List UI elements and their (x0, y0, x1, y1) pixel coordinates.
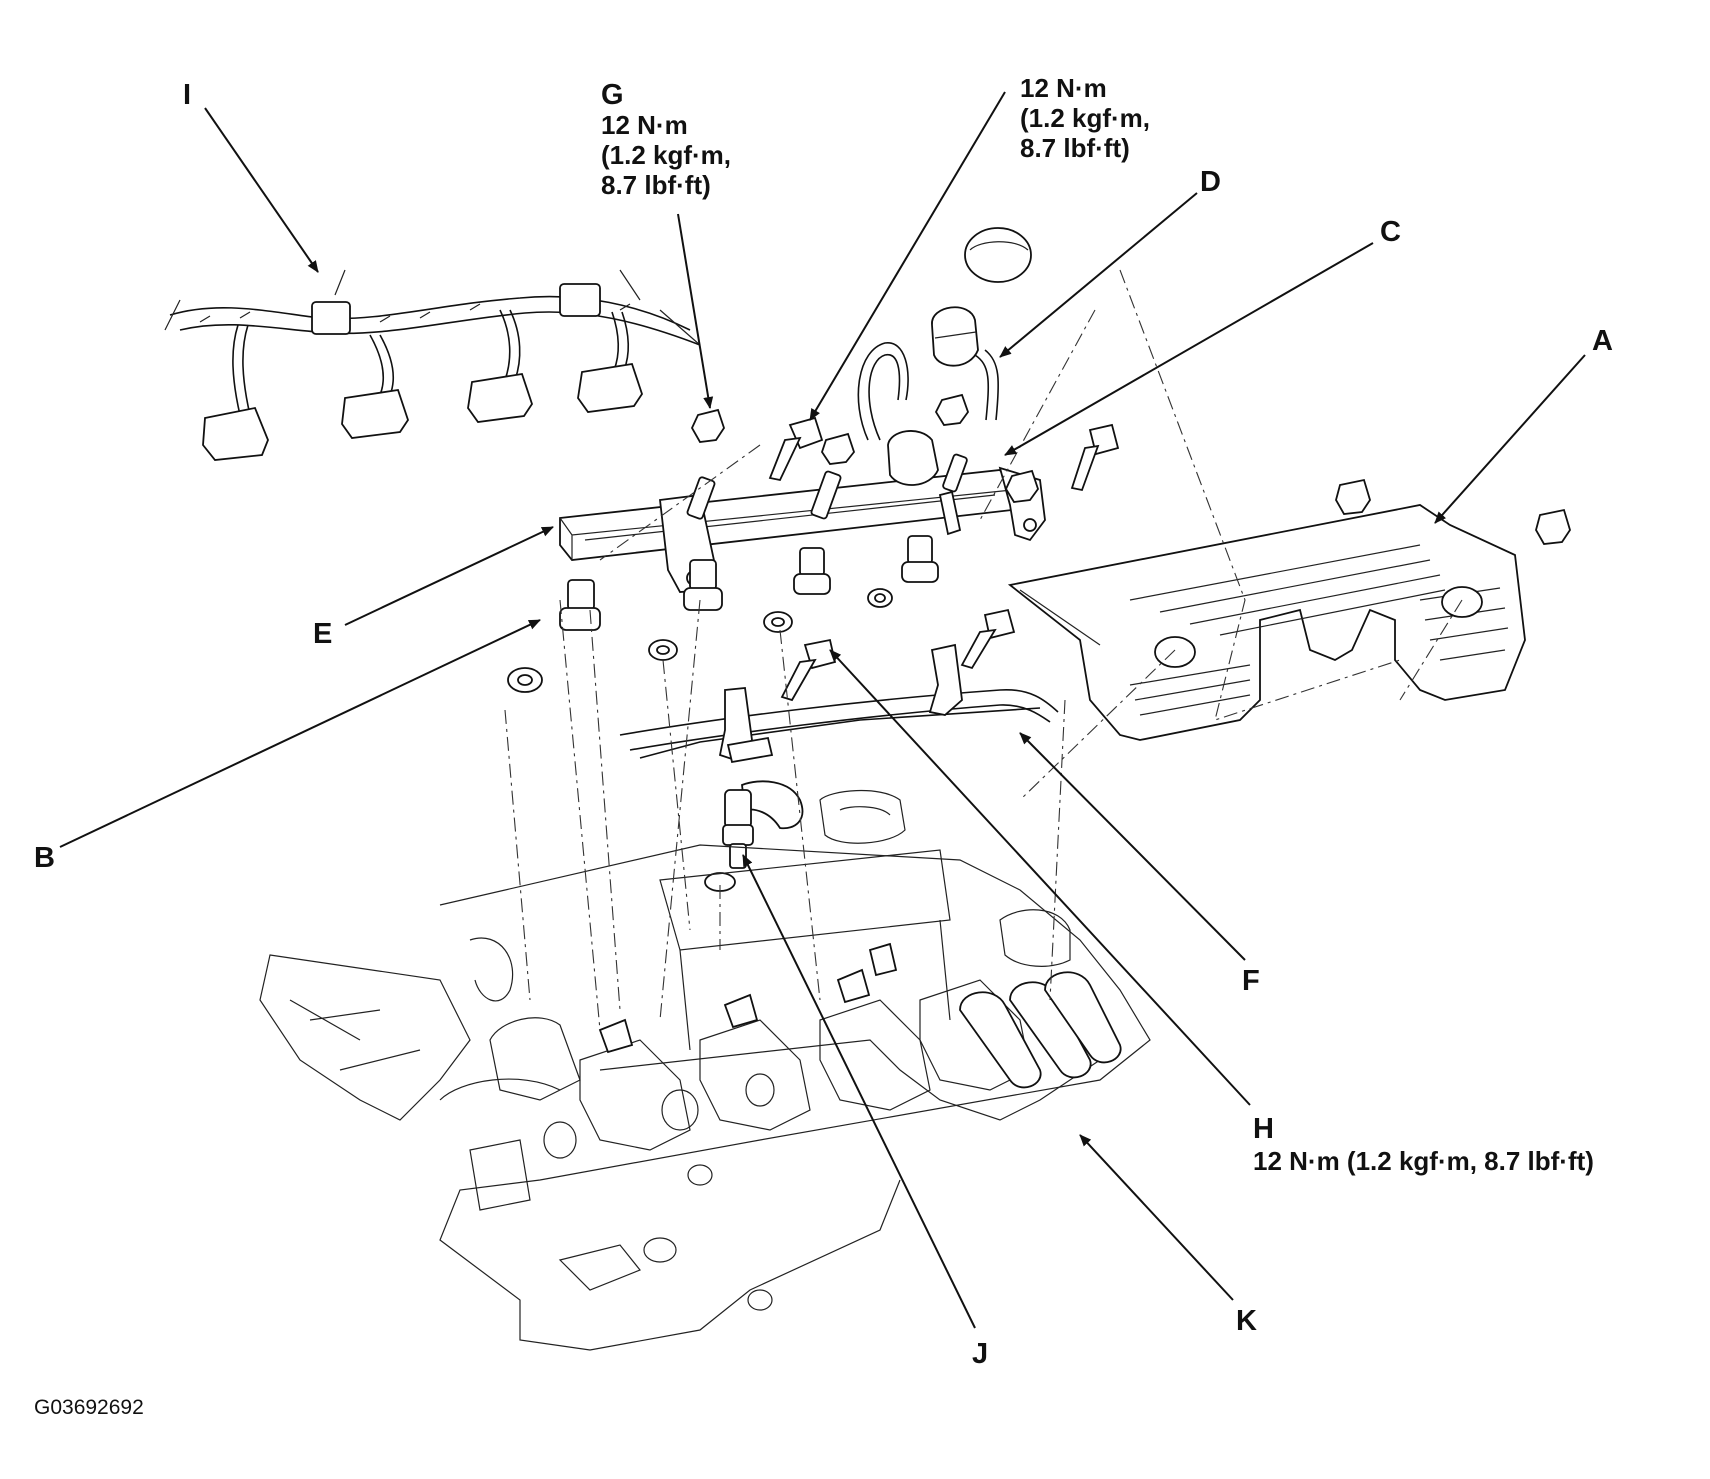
fuel-injector-3 (793, 547, 831, 595)
fuel-injector-2 (683, 559, 723, 611)
bolt-top-1 (768, 416, 824, 482)
fuel-feed-hose (704, 780, 804, 892)
engine-cover (1007, 478, 1571, 741)
label-h: H (1253, 1113, 1274, 1145)
fuel-pulsation-damper (931, 227, 1032, 421)
torque-h: 12 N·m (1.2 kgf·m, 8.7 lbf·ft) (1253, 1146, 1594, 1176)
bolt-right (1070, 423, 1120, 492)
fuel-injector-1 (559, 579, 601, 631)
label-e: E (313, 618, 332, 650)
nut-g (690, 408, 725, 443)
label-k: K (1236, 1305, 1257, 1337)
label-g: G (601, 79, 624, 111)
torque-top-line3: 8.7 lbf·ft) (1020, 133, 1130, 163)
bolt-h (780, 638, 837, 702)
nut-right (1004, 469, 1040, 503)
injector-wire-harness (164, 269, 701, 461)
nut-top-3 (934, 393, 970, 426)
figure-code: G03692692 (34, 1396, 144, 1419)
rail-bolts (507, 393, 1120, 702)
torque-top-line2: (1.2 kgf·m, (1020, 103, 1150, 133)
callout-labels: I G 12 N·m (1.2 kgf·m, 8.7 lbf·ft) 12 N·… (34, 73, 1613, 1419)
label-d: D (1200, 166, 1221, 198)
torque-top-line1: 12 N·m (1020, 73, 1107, 103)
torque-g-line1: 12 N·m (601, 110, 688, 140)
fuel-rail (559, 453, 1046, 631)
leader-lines (59, 91, 1586, 1329)
torque-g-line3: 8.7 lbf·ft) (601, 170, 711, 200)
fuel-pressure-regulator (857, 342, 962, 536)
bolt-f (960, 608, 1016, 670)
label-a: A (1592, 325, 1613, 357)
engine-block (259, 790, 1151, 1351)
nut-top-2 (821, 432, 856, 465)
label-b: B (34, 842, 55, 874)
fuel-lines (619, 643, 1059, 764)
torque-g-line2: (1.2 kgf·m, (601, 140, 731, 170)
label-j: J (972, 1338, 988, 1370)
label-f: F (1242, 965, 1260, 997)
label-c: C (1380, 216, 1401, 248)
label-i: I (183, 79, 191, 111)
assembly-guide-lines (504, 269, 1463, 1031)
fuel-injector-4 (901, 535, 939, 583)
